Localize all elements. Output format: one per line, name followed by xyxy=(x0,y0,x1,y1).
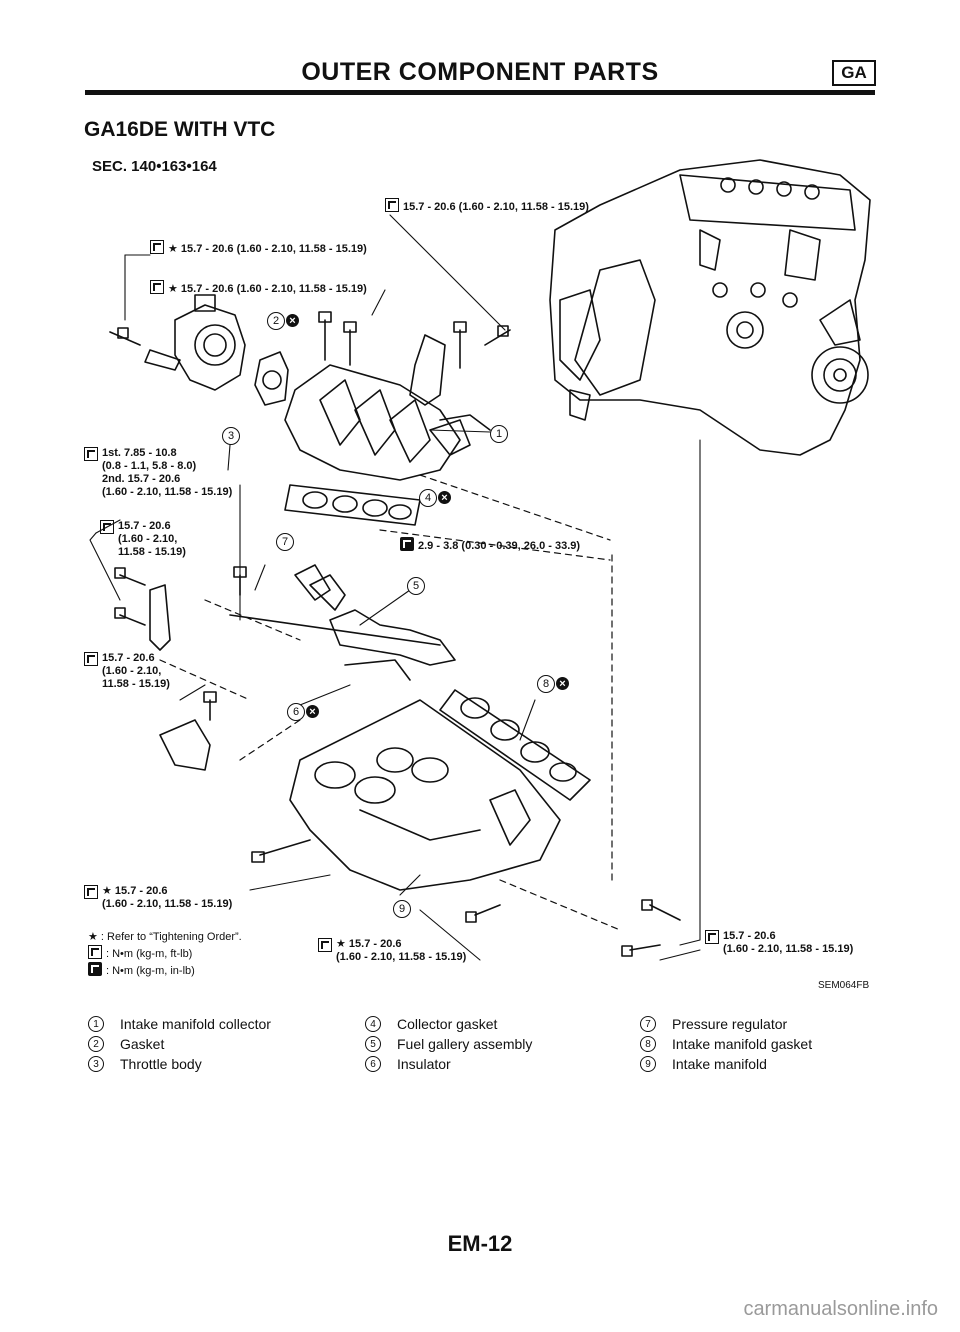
bracket-drawing-left xyxy=(149,584,171,651)
torque-wrench-icon xyxy=(84,652,98,666)
intake-manifold-drawing xyxy=(289,699,561,891)
torque-spec-text: 15.7 - 20.6 (1.60 - 2.10, 11.58 - 15.19) xyxy=(102,652,170,690)
torque-spec-text: 15.7 - 20.6 (1.60 - 2.10, 11.58 - 15.19) xyxy=(403,201,589,213)
callout-3: 3 xyxy=(222,427,240,445)
throttle-body-drawing xyxy=(144,294,246,391)
torque-spec-text: ★ 15.7 - 20.6 (1.60 - 2.10, 11.58 - 15.1… xyxy=(102,885,233,910)
callout-2: 2 xyxy=(267,312,285,330)
callout-6: 6 xyxy=(287,703,305,721)
figure-code: SEM064FB xyxy=(818,980,870,991)
replace-icon: × xyxy=(306,705,319,718)
torque-spec-top-right: 15.7 - 20.6 (1.60 - 2.10, 11.58 - 15.19) xyxy=(385,198,589,214)
torque-spec-bottom-mid: ★ 15.7 - 20.6 (1.60 - 2.10, 11.58 - 15.1… xyxy=(318,938,466,964)
replace-icon: × xyxy=(438,491,451,504)
torque-wrench-inlb-icon xyxy=(88,962,102,976)
callout-1: 1 xyxy=(490,425,508,443)
bolt-drawings xyxy=(109,311,681,957)
callout-5: 5 xyxy=(407,577,425,595)
gasket-drawing xyxy=(254,351,289,406)
torque-wrench-icon xyxy=(84,885,98,899)
torque-spec-bottom-right: 15.7 - 20.6 (1.60 - 2.10, 11.58 - 15.19) xyxy=(705,930,853,956)
torque-spec-text: ★ 15.7 - 20.6 (1.60 - 2.10, 11.58 - 15.1… xyxy=(336,938,467,963)
torque-spec-text: 2.9 - 3.8 (0.30 - 0.39, 26.0 - 33.9) xyxy=(418,540,581,552)
legend-nm-ftlb: : N•m (kg-m, ft-lb) xyxy=(88,945,242,962)
torque-spec-text: 15.7 - 20.6 (1.60 - 2.10, 11.58 - 15.19) xyxy=(723,930,854,955)
legend: ★ : Refer to “Tightening Order”. : N•m (… xyxy=(88,930,242,979)
watermark: carmanualsonline.info xyxy=(743,1298,938,1320)
torque-spec-bottom-left: ★ 15.7 - 20.6 (1.60 - 2.10, 11.58 - 15.1… xyxy=(84,885,232,911)
callout-9: 9 xyxy=(393,900,411,918)
torque-wrench-icon xyxy=(318,938,332,952)
torque-wrench-icon xyxy=(150,240,164,254)
legend-star: ★ : Refer to “Tightening Order”. xyxy=(88,931,242,943)
manifold-gasket-drawing xyxy=(439,689,591,801)
torque-spec-text: 1st. 7.85 - 10.8 (0.8 - 1.1, 5.8 - 8.0) … xyxy=(102,447,233,498)
torque-spec-left-low: 15.7 - 20.6 (1.60 - 2.10, 11.58 - 15.19) xyxy=(84,652,170,691)
callout-4: 4 xyxy=(419,489,437,507)
torque-spec-text: ★ 15.7 - 20.6 (1.60 - 2.10, 11.58 - 15.1… xyxy=(168,243,367,255)
pressure-regulator-drawing xyxy=(294,564,331,601)
torque-wrench-icon xyxy=(705,930,719,944)
torque-wrench-icon xyxy=(100,520,114,534)
replace-icon: × xyxy=(556,677,569,690)
page-number: EM-12 xyxy=(447,1231,513,1256)
torque-wrench-icon xyxy=(150,280,164,294)
callout-8: 8 xyxy=(537,675,555,693)
torque-spec-star-1: ★ 15.7 - 20.6 (1.60 - 2.10, 11.58 - 15.1… xyxy=(150,240,367,256)
bracket-drawing xyxy=(409,334,446,406)
torque-wrench-icon xyxy=(84,447,98,461)
collector-drawing xyxy=(284,364,491,481)
torque-spec-stage: 1st. 7.85 - 10.8 (0.8 - 1.1, 5.8 - 8.0) … xyxy=(84,447,232,499)
page-title: OUTER COMPONENT PARTS xyxy=(301,58,659,86)
torque-spec-inlb: 2.9 - 3.8 (0.30 - 0.39, 26.0 - 33.9) xyxy=(400,537,580,553)
torque-spec-text: ★ 15.7 - 20.6 (1.60 - 2.10, 11.58 - 15.1… xyxy=(168,283,367,295)
callout-7: 7 xyxy=(276,533,294,551)
engine-block-drawing xyxy=(549,159,871,456)
engine-subtitle: GA16DE WITH VTC xyxy=(84,118,276,141)
torque-wrench-icon xyxy=(88,945,102,959)
section-reference: SEC. 140•163•164 xyxy=(92,158,217,175)
torque-wrench-inlb-icon xyxy=(400,537,414,551)
bracket-drawing-low xyxy=(159,719,211,771)
torque-spec-text: 15.7 - 20.6 (1.60 - 2.10, 11.58 - 15.19) xyxy=(118,520,186,558)
collector-gasket-drawing xyxy=(284,484,421,526)
header-rule xyxy=(85,90,875,95)
legend-nm-inlb: : N•m (kg-m, in-lb) xyxy=(88,962,242,979)
section-badge: GA xyxy=(832,60,876,86)
replace-icon: × xyxy=(286,314,299,327)
torque-spec-left-mid: 15.7 - 20.6 (1.60 - 2.10, 11.58 - 15.19) xyxy=(100,520,186,559)
torque-spec-star-2: ★ 15.7 - 20.6 (1.60 - 2.10, 11.58 - 15.1… xyxy=(150,280,367,296)
torque-wrench-icon xyxy=(385,198,399,212)
